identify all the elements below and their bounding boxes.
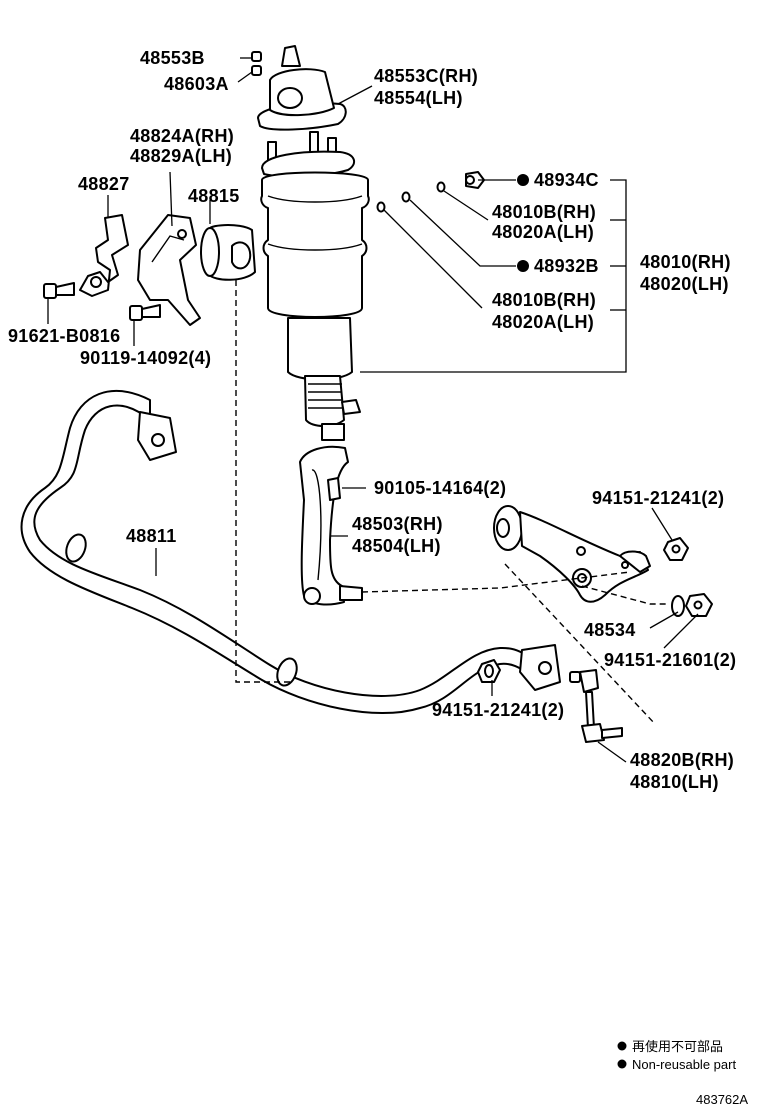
plugs [376, 171, 485, 213]
label-48020A-bottom: 48020A(LH) [492, 312, 594, 332]
label-94151-21601: 94151-21601(2) [604, 650, 736, 670]
legend: 再使用不可部品 Non-reusable part [617, 1039, 736, 1072]
label-48829A: 48829A(LH) [130, 146, 232, 166]
label-48504: 48504(LH) [352, 536, 441, 556]
label-48020A-top: 48020A(LH) [492, 222, 594, 242]
label-48553C: 48553C(RH) [374, 66, 478, 86]
label-90119: 90119-14092(4) [80, 348, 211, 368]
figure-id: 483762A [696, 1092, 748, 1107]
bracket-48824A [137, 214, 201, 326]
label-48503: 48503(RH) [352, 514, 443, 534]
callout-labels: 48553B 48603A 48553C(RH) 48554(LH) 48824… [8, 48, 736, 792]
label-48824A: 48824A(RH) [130, 126, 234, 146]
label-48932B: 48932B [534, 256, 599, 276]
bolt-90119 [129, 304, 161, 321]
label-90105: 90105-14164(2) [374, 478, 506, 498]
non-reusable-marker [517, 174, 529, 186]
bushing-48815 [200, 224, 256, 281]
bracket-48827 [79, 214, 129, 297]
label-48010B-top: 48010B(RH) [492, 202, 596, 222]
label-48020: 48020(LH) [640, 274, 729, 294]
label-48815: 48815 [188, 186, 240, 206]
label-91621: 91621-B0816 [8, 326, 120, 346]
label-48827: 48827 [78, 174, 130, 194]
upper-support-48553C [251, 45, 347, 131]
bolt-91621 [43, 282, 75, 299]
arm-48534 [493, 505, 651, 603]
label-94151-21241-a: 94151-21241(2) [592, 488, 724, 508]
label-48810: 48810(LH) [630, 772, 719, 792]
label-94151-21241-c: 94151-21241(2) [432, 700, 564, 720]
label-48820B: 48820B(RH) [630, 750, 734, 770]
label-48603A: 48603A [164, 74, 229, 94]
label-48010: 48010(RH) [640, 252, 731, 272]
dashed-guides [235, 280, 668, 725]
nuts [477, 537, 713, 683]
label-48934C: 48934C [534, 170, 599, 190]
label-48534: 48534 [584, 620, 636, 640]
label-48553B: 48553B [140, 48, 205, 68]
mount-studs [261, 131, 356, 178]
label-48811: 48811 [126, 526, 177, 546]
lower-link-48503 [299, 445, 363, 606]
non-reusable-marker [517, 260, 529, 272]
legend-marker [617, 1059, 627, 1069]
leader-lines [47, 57, 699, 763]
stabilizer-link-48820B [569, 669, 623, 743]
label-48010B-bottom: 48010B(RH) [492, 290, 596, 310]
legend-line-1: 再使用不可部品 [632, 1039, 723, 1054]
legend-marker [617, 1041, 627, 1051]
air-shock-absorber [260, 171, 370, 441]
stabilizer-bar [20, 390, 561, 715]
label-48554: 48554(LH) [374, 88, 463, 108]
legend-line-2: Non-reusable part [632, 1057, 736, 1072]
